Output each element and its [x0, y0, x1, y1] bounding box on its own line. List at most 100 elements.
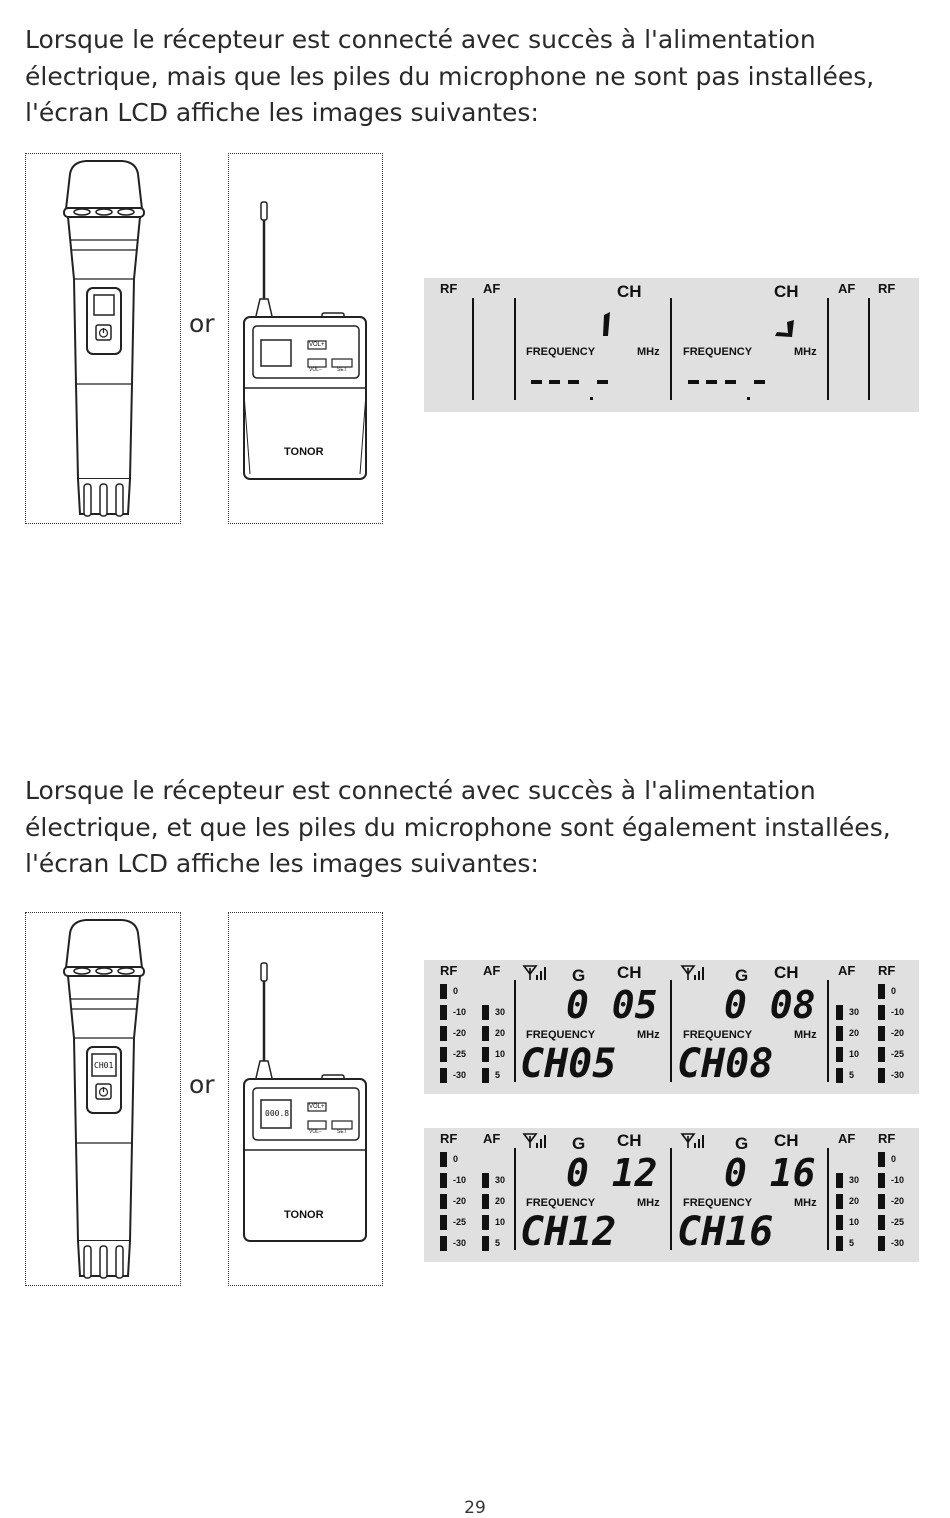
- af-tick-label: 20: [495, 1196, 506, 1206]
- rf-tick-label: -30: [891, 1238, 905, 1248]
- set-label: SET: [337, 367, 347, 373]
- antenna-signal-icon: [522, 965, 546, 980]
- af-level-bar: [482, 1215, 489, 1230]
- vol-minus-label: VOL−: [309, 367, 322, 373]
- channel-name-display: CH08: [677, 1041, 774, 1087]
- rf-tick-label: -20: [453, 1028, 467, 1038]
- antenna-signal-icon: [680, 1133, 704, 1148]
- channel-digit-1: [603, 312, 610, 336]
- channel-name-display: CH05: [520, 1041, 617, 1087]
- rf-label: RF: [440, 963, 458, 978]
- af-tick-label: 5: [495, 1070, 501, 1080]
- channel-number-display: 0 12: [566, 1151, 658, 1195]
- rf-label: RF: [878, 1131, 896, 1146]
- rf-level-bar: [440, 1068, 447, 1083]
- af-tick-label: 30: [849, 1007, 860, 1017]
- or-label: or: [189, 309, 215, 338]
- af-level-bar: [482, 1068, 489, 1083]
- af-label: AF: [483, 1131, 501, 1146]
- af-tick-label: 30: [495, 1007, 506, 1017]
- af-level-bar: [482, 1047, 489, 1062]
- intro-paragraph-2: Lorsque le récepteur est connecté avec s…: [25, 773, 925, 883]
- af-label: AF: [838, 281, 856, 296]
- rf-level-bar: [878, 1215, 885, 1230]
- frequency-label: FREQUENCY: [526, 346, 596, 358]
- rf-tick-label: -20: [891, 1196, 905, 1206]
- frequency-label: FREQUENCY: [526, 1197, 596, 1209]
- rf-tick-label: 0: [453, 986, 459, 996]
- divider-line: [827, 980, 829, 1082]
- page-number: 29: [464, 1498, 486, 1518]
- bodypack-display-text: 000.8: [265, 1109, 290, 1118]
- rf-level-bar: [440, 1047, 447, 1062]
- paragraph-line: Lorsque le récepteur est connecté avec s…: [25, 776, 816, 805]
- rf-label: RF: [878, 281, 896, 296]
- bodypack-transmitter-illustration: 000.8 VOL+ VOL− SET TONOR: [228, 912, 383, 1286]
- paragraph-line: l'écran LCD affiche les images suivantes…: [25, 98, 539, 127]
- rf-label: RF: [878, 963, 896, 978]
- rf-level-bar: [878, 1005, 885, 1020]
- af-tick-label: 5: [849, 1070, 855, 1080]
- rf-level-bar: [440, 1026, 447, 1041]
- af-level-bar: [836, 1173, 843, 1188]
- frequency-label: FREQUENCY: [683, 346, 753, 358]
- rf-tick-label: -25: [891, 1217, 905, 1227]
- ch-label: CH: [617, 963, 642, 982]
- mhz-label: MHz: [794, 346, 817, 358]
- divider-line: [670, 1148, 672, 1250]
- brand-logo-text: TONOR: [284, 1209, 324, 1221]
- rf-tick-label: 0: [891, 1154, 897, 1164]
- rf-tick-label: -10: [453, 1007, 467, 1017]
- af-label: AF: [483, 281, 501, 296]
- rf-tick-label: -25: [891, 1049, 905, 1059]
- divider-line: [514, 1148, 516, 1250]
- handheld-microphone-illustration: [25, 153, 181, 524]
- ch-label: CH: [774, 963, 799, 982]
- af-level-bar: [482, 1236, 489, 1251]
- receiver-lcd-no-signal: RF AF CH FREQUENCY MHz CH FREQUENCY MHz …: [424, 278, 919, 412]
- rf-tick-label: -20: [891, 1028, 905, 1038]
- mhz-label: MHz: [794, 1029, 817, 1041]
- mhz-label: MHz: [637, 1197, 660, 1209]
- rf-level-bar: [440, 1005, 447, 1020]
- mhz-label: MHz: [637, 1029, 660, 1041]
- or-label: or: [189, 1070, 215, 1099]
- channel-number-display: 0 05: [566, 983, 658, 1027]
- channel-digit-2: [775, 320, 794, 337]
- antenna-signal-icon: [522, 1133, 546, 1148]
- rf-level-bar: [440, 1215, 447, 1230]
- af-label: AF: [838, 963, 856, 978]
- divider-line: [827, 1148, 829, 1250]
- rf-level-bar: [878, 984, 885, 999]
- af-tick-label: 10: [849, 1217, 860, 1227]
- af-level-bar: [836, 1236, 843, 1251]
- g-label: G: [572, 1134, 586, 1153]
- rf-tick-label: 0: [891, 986, 897, 996]
- frequency-label: FREQUENCY: [526, 1029, 596, 1041]
- rf-tick-label: -30: [453, 1238, 467, 1248]
- rf-tick-label: 0: [453, 1154, 459, 1164]
- handheld-microphone-illustration: CH01: [25, 912, 181, 1286]
- rf-tick-label: -10: [453, 1175, 467, 1185]
- rf-tick-label: -25: [453, 1217, 467, 1227]
- divider-line: [514, 980, 516, 1082]
- rf-level-bar: [440, 984, 447, 999]
- rf-level-bar: [440, 1194, 447, 1209]
- rf-level-bar: [440, 1173, 447, 1188]
- divider-line: [670, 980, 672, 1082]
- af-tick-label: 5: [849, 1238, 855, 1248]
- rf-level-bar: [878, 1194, 885, 1209]
- af-tick-label: 5: [495, 1238, 501, 1248]
- af-level-bar: [482, 1194, 489, 1209]
- channel-name-display: CH16: [677, 1209, 774, 1255]
- g-label: G: [572, 966, 586, 985]
- af-tick-label: 10: [849, 1049, 860, 1059]
- rf-level-bar: [878, 1173, 885, 1188]
- rf-tick-label: -25: [453, 1049, 467, 1059]
- rf-tick-label: -10: [891, 1175, 905, 1185]
- paragraph-line: Lorsque le récepteur est connecté avec s…: [25, 25, 816, 54]
- frequency-label: FREQUENCY: [683, 1197, 753, 1209]
- rf-level-bar: [440, 1236, 447, 1251]
- rf-level-bar: [878, 1152, 885, 1167]
